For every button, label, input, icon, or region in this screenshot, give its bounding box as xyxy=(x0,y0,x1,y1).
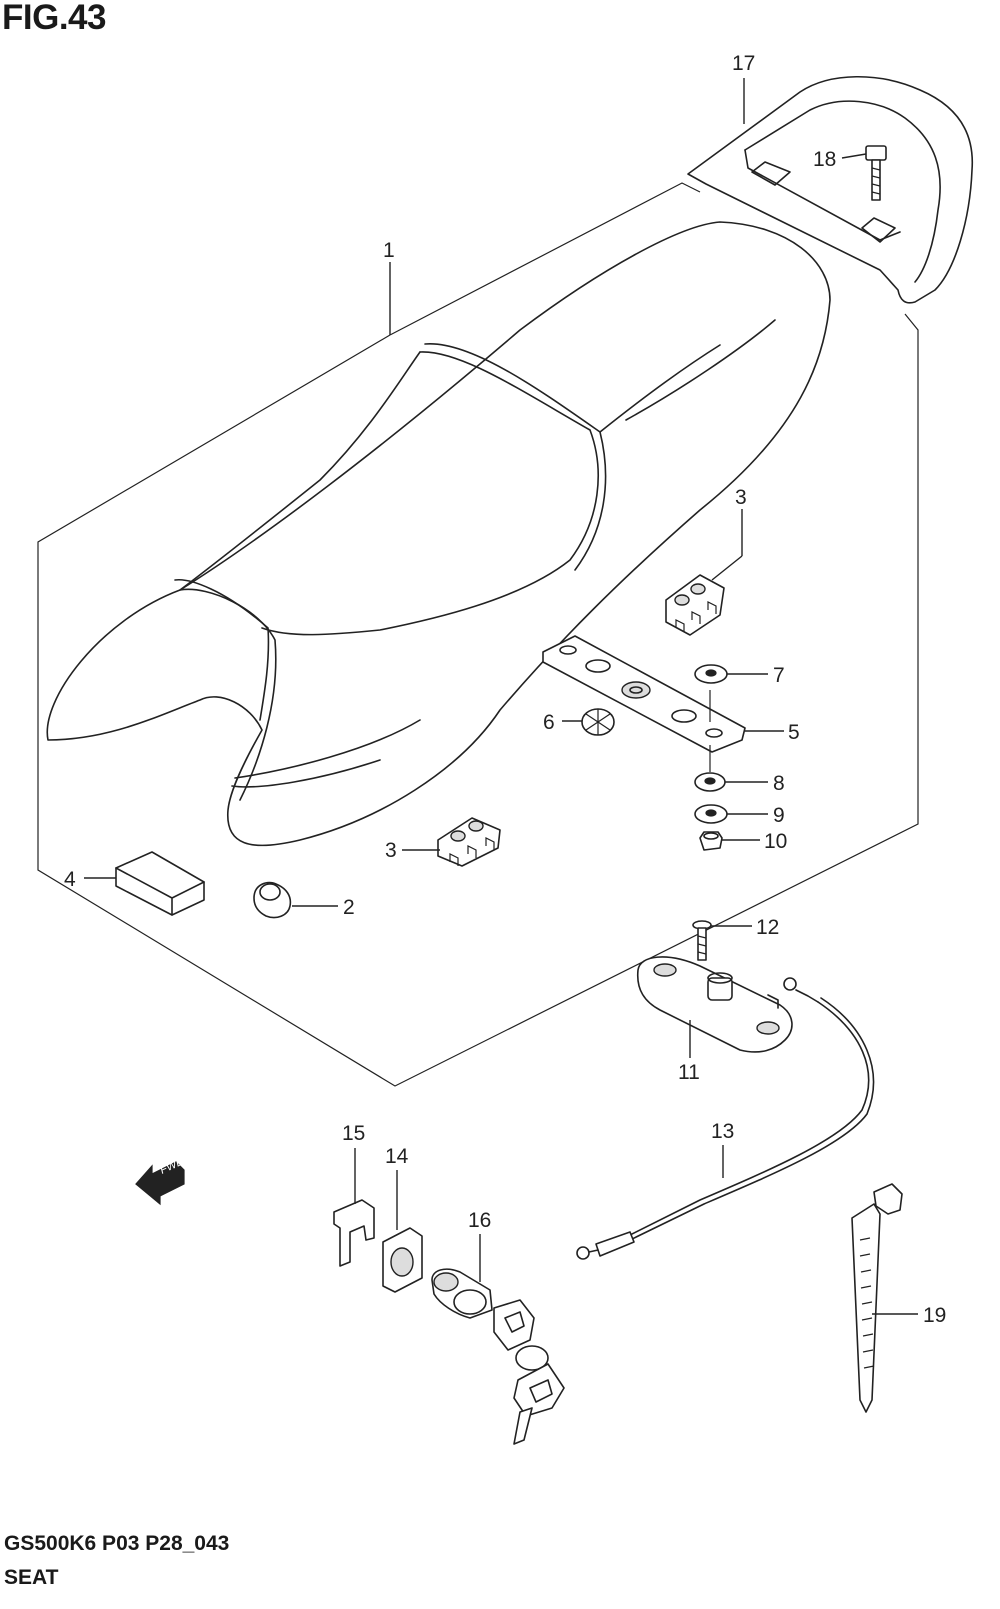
seat-lock-cable-13 xyxy=(576,977,875,1260)
callout-5: 5 xyxy=(788,721,800,744)
cushion-2 xyxy=(253,881,292,919)
stopper-3-upper xyxy=(665,574,725,636)
rear-carrier xyxy=(687,75,974,304)
assembly-outline-left xyxy=(37,313,919,1087)
seat-bracket-5 xyxy=(542,635,746,772)
stopper-3-lower xyxy=(437,817,501,867)
callout-6: 6 xyxy=(543,711,555,734)
callout-16: 16 xyxy=(468,1209,491,1232)
callout-10: 10 xyxy=(764,830,787,853)
callout-19: 19 xyxy=(923,1304,946,1327)
callout-13: 13 xyxy=(711,1120,734,1143)
lock-plate-14 xyxy=(382,1227,423,1293)
cushion-6 xyxy=(581,708,615,736)
callout-3-upper: 3 xyxy=(735,486,747,509)
callout-11: 11 xyxy=(678,1061,700,1084)
callout-18: 18 xyxy=(813,148,836,171)
callout-2: 2 xyxy=(343,896,355,919)
figure-title: FIG.43 xyxy=(2,0,106,37)
lock-set-16 xyxy=(431,1268,565,1445)
callout-14: 14 xyxy=(385,1145,409,1168)
callout-labels: 1 2 3 3 4 5 6 7 8 9 10 11 12 13 14 15 16… xyxy=(64,52,946,1327)
callout-4: 4 xyxy=(64,868,76,891)
callout-3-lower: 3 xyxy=(385,839,397,862)
clip-15 xyxy=(333,1199,375,1267)
washer-7 xyxy=(694,664,728,684)
washer-9 xyxy=(694,804,728,824)
bolt-18 xyxy=(865,145,887,201)
callout-8: 8 xyxy=(773,772,785,795)
callout-9: 9 xyxy=(773,804,785,827)
assembly-outline xyxy=(389,182,701,336)
leader-lines xyxy=(84,78,918,1315)
callout-1: 1 xyxy=(383,239,395,262)
callout-15: 15 xyxy=(342,1122,365,1145)
cable-tie-19 xyxy=(851,1183,903,1413)
seat xyxy=(46,221,831,847)
model-code: GS500K6 P03 P28_043 xyxy=(4,1532,230,1555)
section-name: SEAT xyxy=(4,1566,59,1589)
case-4 xyxy=(115,851,205,916)
lock-base-11 xyxy=(636,956,793,1053)
washer-8 xyxy=(694,772,726,792)
callout-7: 7 xyxy=(773,664,785,687)
nut-10 xyxy=(699,831,723,851)
callout-17: 17 xyxy=(732,52,755,75)
fwd-arrow-icon: FWD xyxy=(135,1155,186,1206)
callout-12: 12 xyxy=(756,916,779,939)
screw-12 xyxy=(692,920,712,961)
